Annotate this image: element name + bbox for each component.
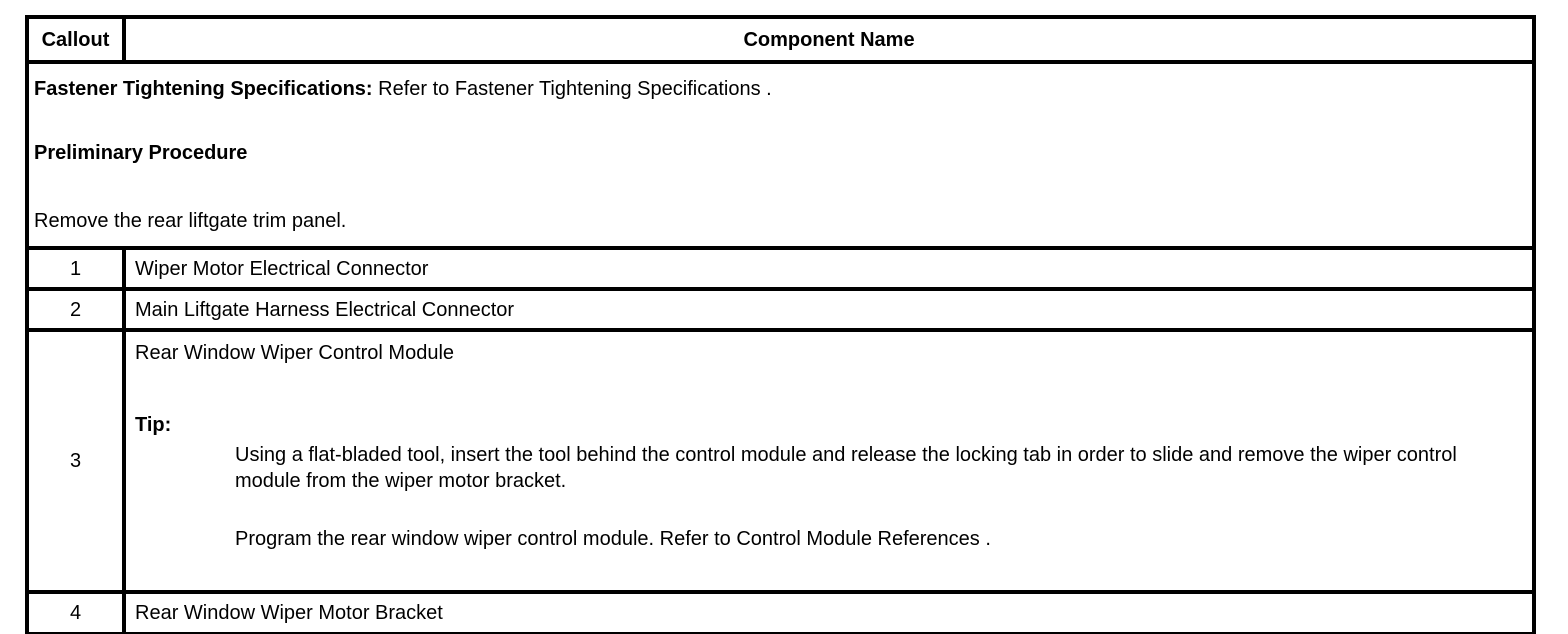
tip-paragraph: Using a flat-bladed tool, insert the too… (235, 444, 1457, 492)
tip-paragraph: Program the rear window wiper control mo… (235, 528, 991, 550)
component-name-cell: Rear Window Wiper Motor Bracket (122, 590, 1536, 634)
component-name-cell: Wiper Motor Electrical Connector (122, 246, 1536, 291)
fastener-spec-label: Fastener Tightening Specifications: (34, 78, 373, 100)
fastener-spec-text: Refer to Fastener Tightening Specificati… (372, 78, 772, 100)
preliminary-procedure-heading: Preliminary Procedure (34, 142, 248, 164)
tip-label: Tip: (135, 414, 172, 436)
remove-trim-panel-line: Remove the rear liftgate trim panel. (34, 210, 347, 232)
callout-cell: 3 (25, 328, 126, 594)
preliminary-note-row: Fastener Tightening Specifications: Refe… (25, 60, 1536, 250)
component-name-cell: Main Liftgate Harness Electrical Connect… (122, 287, 1536, 332)
table-header-row: Callout Component Name (25, 15, 1536, 64)
component-name-cell: Rear Window Wiper Control Module Tip: Us… (122, 328, 1536, 594)
callout-cell: 4 (25, 590, 126, 634)
table-row: 2 Main Liftgate Harness Electrical Conne… (25, 287, 1536, 332)
table-row: 3 Rear Window Wiper Control Module Tip: … (25, 328, 1536, 594)
table-row: 1 Wiper Motor Electrical Connector (25, 246, 1536, 291)
component-callout-table: Callout Component Name Fastener Tighteni… (25, 15, 1536, 634)
callout-cell: 1 (25, 246, 126, 291)
fastener-spec-line: Fastener Tightening Specifications: Refe… (34, 76, 1524, 102)
component-name-column-header: Component Name (122, 15, 1536, 64)
component-name-text: Rear Window Wiper Control Module (135, 342, 455, 364)
table-row: 4 Rear Window Wiper Motor Bracket (25, 590, 1536, 634)
callout-cell: 2 (25, 287, 126, 332)
callout-column-header: Callout (25, 15, 126, 64)
preliminary-note-cell: Fastener Tightening Specifications: Refe… (25, 60, 1536, 250)
